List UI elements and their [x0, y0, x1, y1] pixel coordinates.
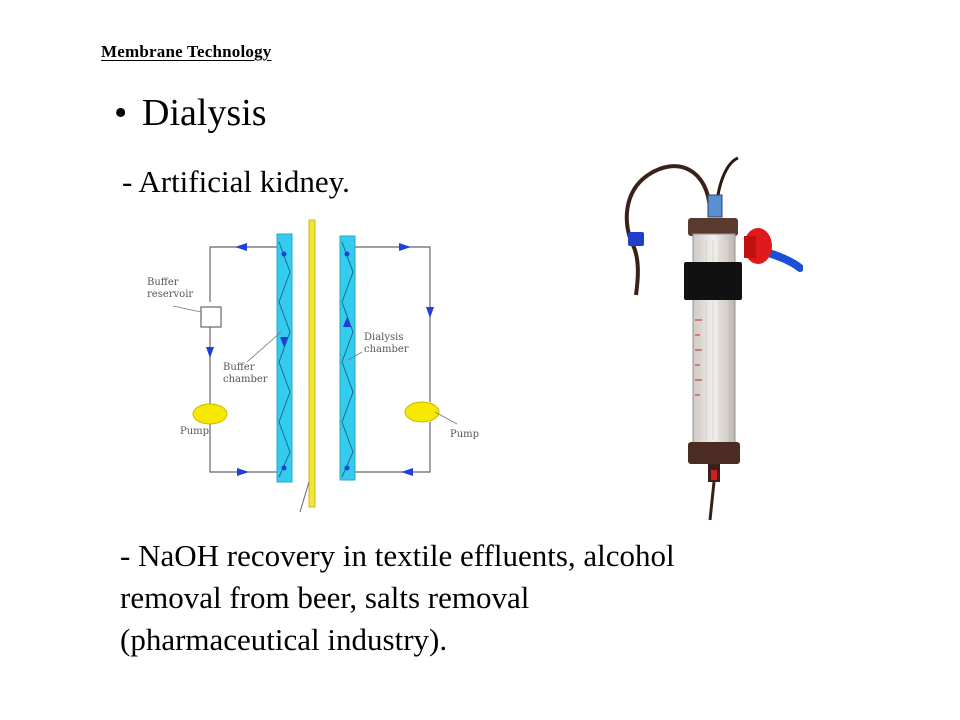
bottom-cap: [688, 442, 740, 464]
buffer-reservoir-box: [200, 306, 222, 328]
flow-arrows: [206, 243, 434, 476]
dot-1: [281, 251, 287, 257]
label-buffer-chamber-1: Buffer: [223, 362, 255, 373]
arrow-chamber-right: [343, 317, 351, 327]
arrow-left-down: [206, 347, 214, 358]
dot-3: [344, 251, 350, 257]
arrow-bottom-left: [237, 468, 249, 476]
dialysis-diagram: Buffer reservoir Buffer chamber Dialysis…: [147, 219, 479, 513]
slide-header: Membrane Technology: [101, 42, 272, 61]
applications-line-1: - NaOH recovery in textile effluents, al…: [120, 538, 675, 573]
label-leaders: [172, 305, 458, 425]
dot-2: [281, 465, 287, 471]
label-buffer-chamber-2: chamber: [223, 374, 268, 385]
top-cap: [688, 218, 738, 236]
circuit-wires: [209, 246, 431, 473]
red-connector-stem: [744, 236, 756, 258]
membrane-pointer: [299, 481, 310, 513]
label-buffer-reservoir-2: reservoir: [147, 289, 193, 300]
label-buffer-reservoir-1: Buffer: [147, 277, 179, 288]
bullet-marker: •: [114, 92, 128, 134]
dialysis-device-photo: [624, 156, 803, 520]
dialysis-chamber-zigzag: [341, 241, 354, 478]
label-pump-left: Pump: [180, 426, 209, 437]
arrow-top-right: [399, 243, 411, 251]
applications-line-3: (pharmaceutical industry).: [120, 622, 448, 657]
arrow-bottom-right: [401, 468, 413, 476]
dot-4: [344, 465, 350, 471]
artificial-kidney-text: - Artificial kidney.: [122, 164, 350, 199]
top-connector: [707, 194, 723, 218]
arrow-top-left: [235, 243, 247, 251]
pump-left: [192, 403, 228, 425]
bottom-red-clip: [711, 470, 717, 480]
buffer-chamber-zigzag: [278, 241, 291, 478]
applications-line-2: removal from beer, salts removal: [120, 580, 530, 615]
slide-title: • Dialysis: [114, 90, 267, 136]
arrow-chamber-left: [280, 337, 288, 347]
black-holder: [684, 262, 742, 300]
title-text: Dialysis: [142, 92, 267, 134]
membrane-bar: [308, 219, 316, 508]
label-dialysis-chamber-1: Dialysis: [364, 332, 404, 343]
graduation-marks: [695, 319, 702, 396]
blue-clamp: [628, 232, 644, 246]
applications-text: - NaOH recovery in textile effluents, al…: [120, 535, 790, 661]
arrow-right-down: [426, 307, 434, 318]
label-pump-right: Pump: [450, 429, 479, 440]
bottom-hose: [708, 481, 716, 520]
pump-right: [404, 401, 440, 423]
label-dialysis-chamber-2: chamber: [364, 344, 409, 355]
hose-dark: [624, 164, 712, 296]
